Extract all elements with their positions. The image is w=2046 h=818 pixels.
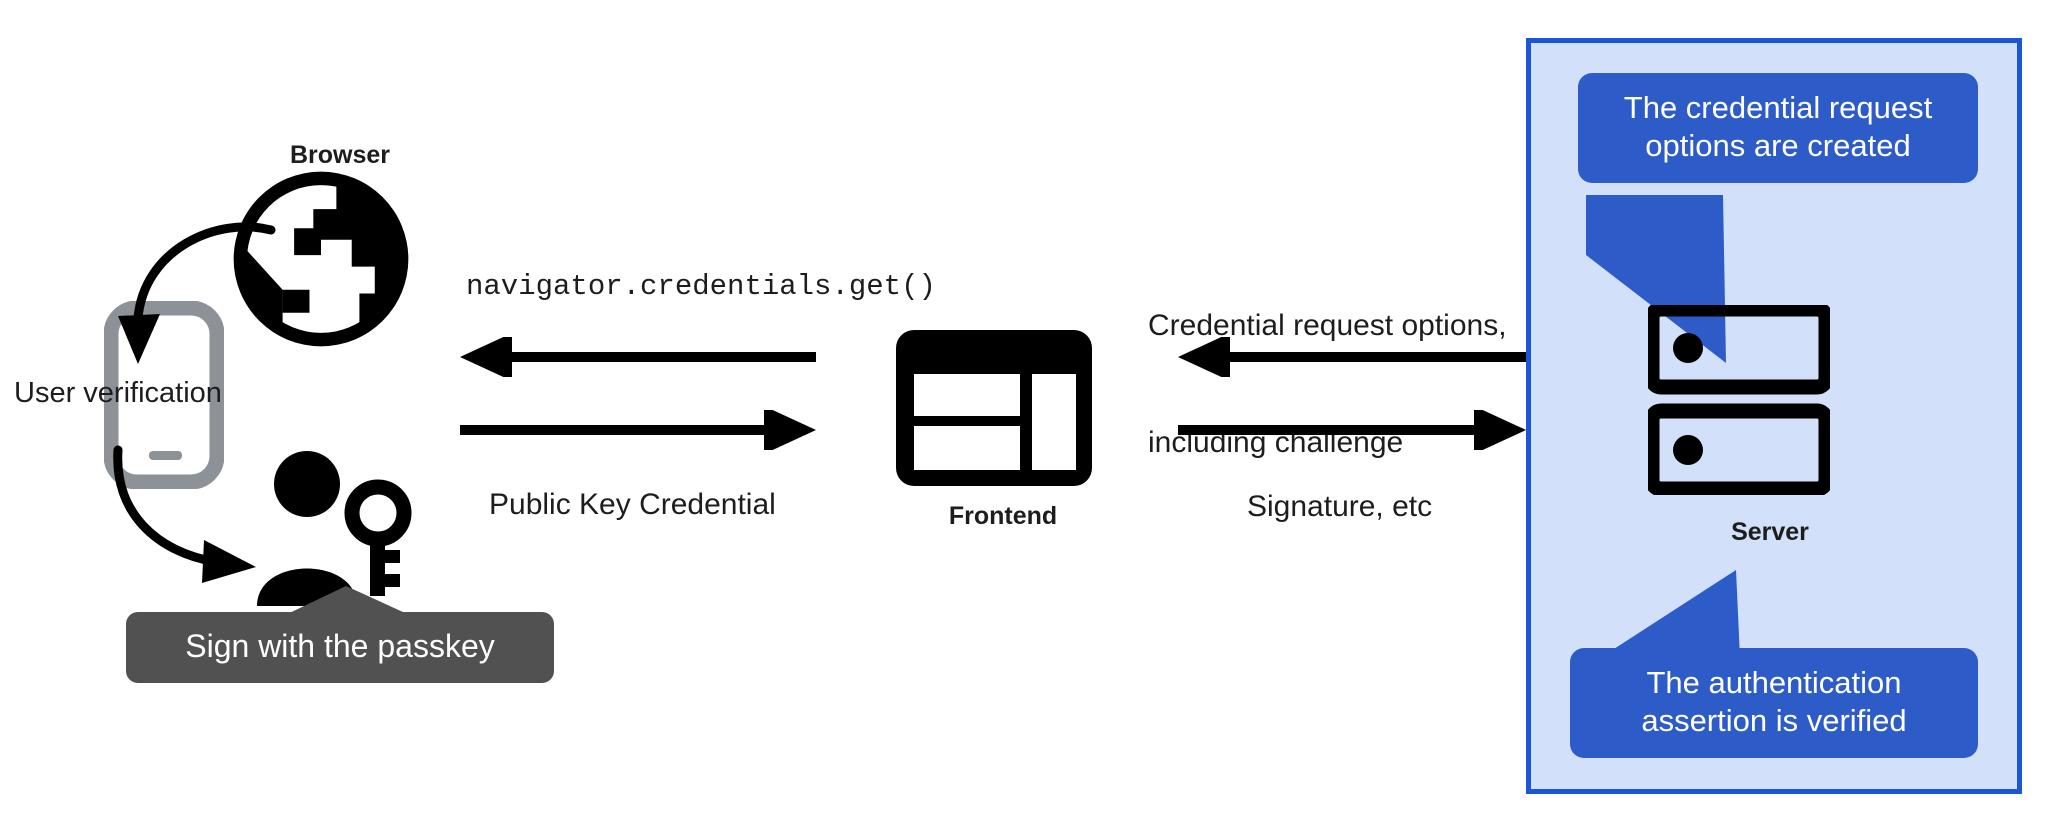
callout-sign-with-passkey: Sign with the passkey bbox=[126, 612, 554, 683]
callout-assertion-verified: The authentication assertion is verified bbox=[1570, 648, 1978, 758]
arrow-frontend-to-browser-icon bbox=[460, 337, 816, 377]
arrow-phone-to-user-icon bbox=[113, 445, 256, 583]
user-verification-label: User verification bbox=[14, 377, 222, 409]
credreq-line1: Credential request options, bbox=[1148, 309, 1507, 342]
frontend-label: Frontend bbox=[948, 502, 1058, 530]
arrow-frontend-to-server-icon bbox=[1178, 410, 1526, 450]
phone-icon bbox=[104, 301, 224, 489]
callout-top-line1: The credential request bbox=[1623, 90, 1933, 125]
server-icon bbox=[1648, 305, 1830, 495]
globe-icon bbox=[233, 171, 409, 347]
arrow-browser-to-frontend-icon bbox=[460, 410, 816, 450]
browser-label: Browser bbox=[289, 141, 391, 169]
callout-top-line2: options are created bbox=[1645, 127, 1911, 163]
callout-bottom-line2: assertion is verified bbox=[1641, 702, 1907, 738]
navigator-credentials-get-label: navigator.credentials.get() bbox=[466, 270, 936, 303]
callout-credential-options-created: The credential request options are creat… bbox=[1578, 73, 1978, 183]
arrow-server-to-frontend-icon bbox=[1178, 337, 1526, 377]
callout-bottom-line1: The authentication bbox=[1646, 665, 1902, 700]
layout-icon bbox=[896, 330, 1092, 486]
callout-tail-bottom-icon bbox=[1600, 570, 1740, 658]
server-label: Server bbox=[1731, 518, 1809, 546]
arrow-browser-to-phone-icon bbox=[118, 222, 276, 364]
public-key-credential-label: Public Key Credential bbox=[489, 488, 776, 521]
credential-request-options-label: Credential request options, including ch… bbox=[1148, 228, 1507, 540]
callout-tail-top-icon bbox=[1586, 195, 1726, 363]
signature-etc-label: Signature, etc bbox=[1247, 490, 1433, 523]
